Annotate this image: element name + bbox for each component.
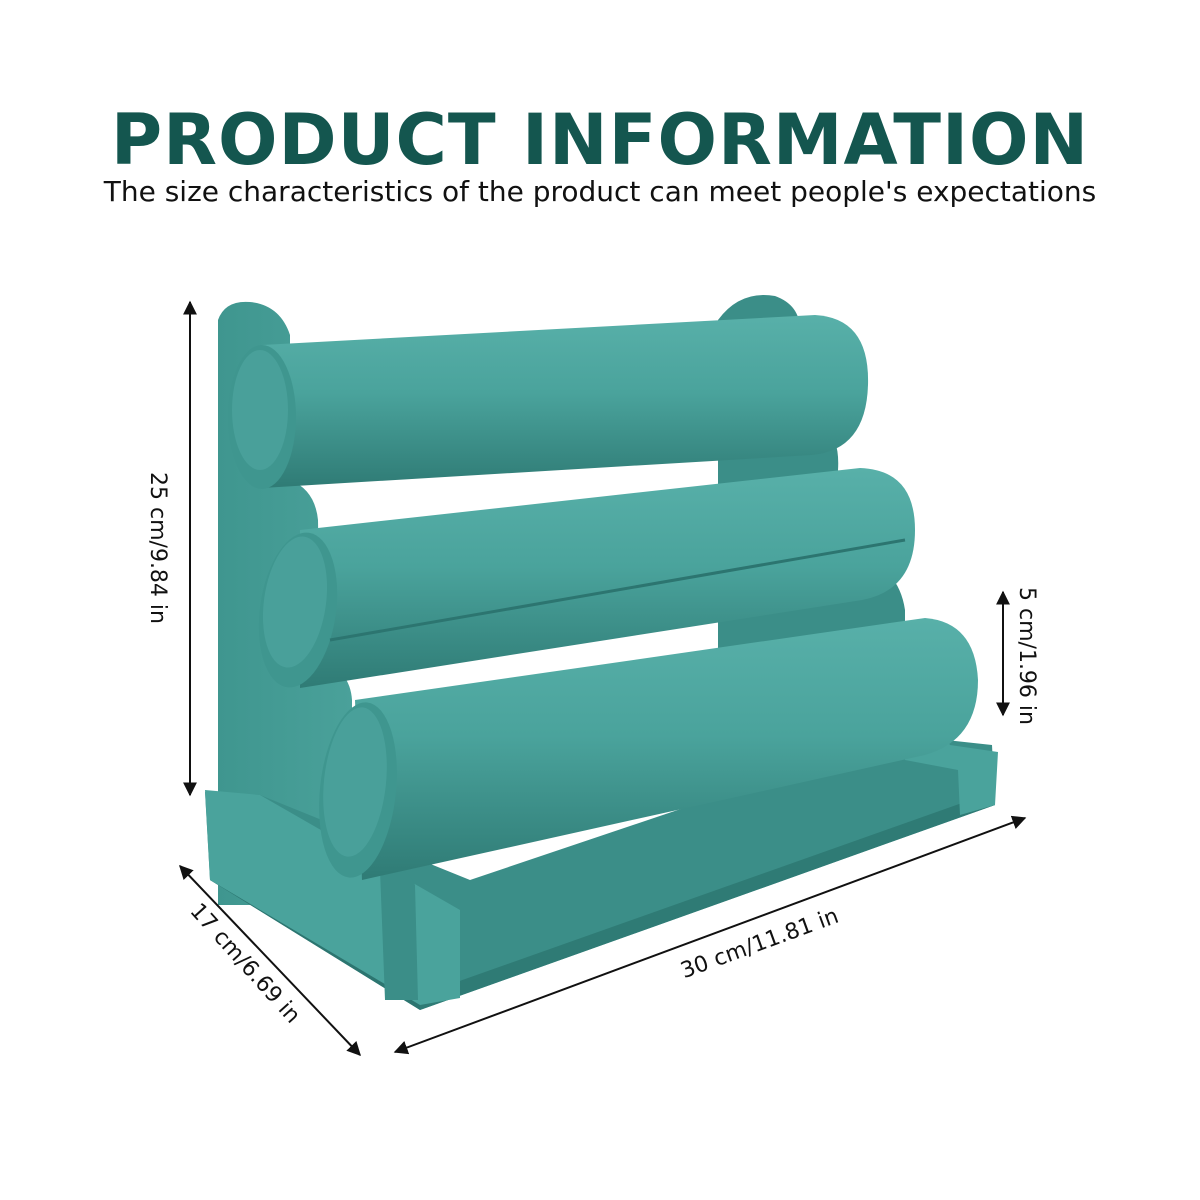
- height-label: 25 cm/9.84 in: [145, 472, 170, 624]
- depth-arrow: [179, 864, 361, 1057]
- page-subtitle: The size characteristics of the product …: [103, 175, 1097, 208]
- bottom-bar: [319, 618, 978, 880]
- bracelet-stand: [205, 295, 998, 1010]
- middle-bar: [258, 468, 915, 688]
- width-arrow: [393, 815, 1027, 1055]
- page-title: PRODUCT INFORMATION: [110, 99, 1090, 181]
- diameter-label: 5 cm/1.96 in: [1014, 587, 1039, 725]
- top-bar: [228, 315, 869, 489]
